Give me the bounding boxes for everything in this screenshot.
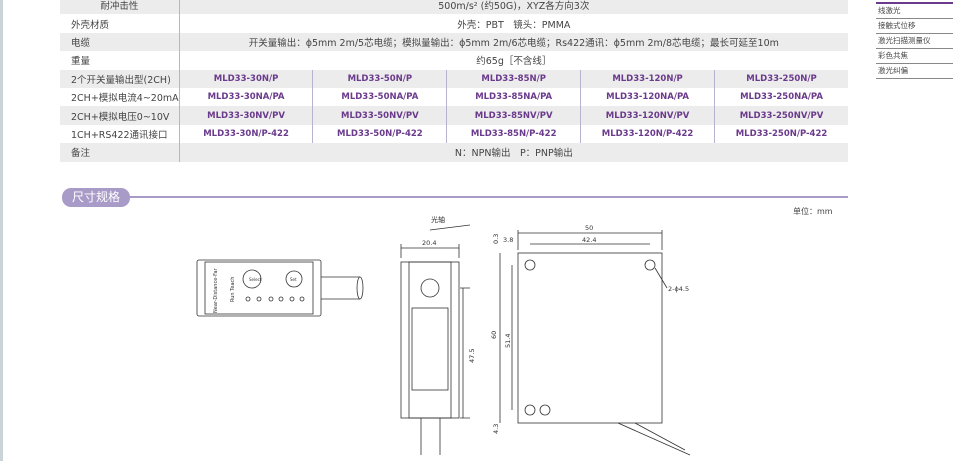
dim-51-4: 51.4 (504, 334, 512, 348)
model-number: MLD33-250NV/PV (714, 106, 848, 125)
spec-value: 500m/s² (约50G)，XYZ各方向3次 (179, 0, 848, 15)
model-number: MLD33-120NV/PV (580, 106, 716, 125)
dim-hole: 2-ϕ4.5 (668, 285, 689, 293)
model-number: MLD33-85NA/PA (446, 87, 582, 107)
optical-axis-label: 光轴 (431, 215, 445, 224)
model-number: MLD33-120N/P-422 (580, 124, 716, 144)
model-number: MLD33-30NV/PV (179, 106, 314, 125)
model-number: MLD33-85NV/PV (446, 106, 582, 125)
panel-near-far-label: Near-Distance-Far (213, 267, 219, 313)
model-number: MLD33-30N/P-422 (179, 124, 314, 144)
spec-label: 耐冲击性 (60, 0, 180, 15)
sidebar-item[interactable]: 激光纠偏 (876, 64, 953, 79)
page-edge (0, 0, 3, 461)
spec-value: 外壳：PBT 镜头：PMMA (457, 19, 571, 31)
model-number: MLD33-50NV/PV (312, 106, 448, 125)
model-number: MLD33-250N/P (714, 69, 848, 88)
model-number: MLD33-50NA/PA (312, 87, 448, 107)
spec-value: 约65g［不含线］ (476, 56, 552, 68)
note-label: 备注 (60, 143, 180, 162)
model-number: MLD33-120NA/PA (580, 87, 716, 107)
dim-42-4: 42.4 (582, 236, 596, 244)
dim-50: 50 (585, 224, 593, 232)
model-type-label: 2CH+模拟电流4~20mA (60, 87, 180, 107)
model-type-label: 2CH+模拟电压0~10V (60, 106, 180, 125)
spec-label: 电缆 (60, 32, 180, 52)
side-view: 20.4 光轴 47.5 (400, 215, 476, 455)
panel-set-label: Set (290, 277, 297, 282)
model-number: MLD33-120N/P (580, 69, 716, 88)
model-number: MLD33-50N/P (312, 69, 448, 88)
spec-row: 外壳材质 外壳：PBT 镜头：PMMA (60, 14, 848, 33)
dim-47-5: 47.5 (468, 349, 476, 363)
sidebar-top-rule (876, 0, 953, 4)
rear-view: 50 42.4 3.8 2-ϕ4.5 60 51.4 0.3 4.3 (490, 224, 691, 456)
model-type-label: 1CH+RS422通讯接口 (60, 124, 180, 144)
model-number: MLD33-30N/P (179, 69, 314, 88)
panel-select-label: Select (249, 277, 262, 282)
model-number: MLD33-85N/P-422 (446, 124, 582, 144)
model-type-label: 2个开关量输出型(2CH) (60, 69, 180, 88)
front-panel-view: Near-Distance-Far Run Teach Select Set (196, 259, 364, 317)
sidebar-nav: 线激光 接触式位移 激光扫描测量仪 彩色共焦 激光纠偏 (876, 0, 953, 79)
sidebar-item[interactable]: 激光扫描测量仪 (876, 34, 953, 49)
model-number: MLD33-50N/P-422 (312, 124, 448, 144)
panel-run-teach-label: Run Teach (230, 277, 236, 302)
model-number: MLD33-250NA/PA (740, 92, 823, 103)
dim-4-3: 4.3 (492, 424, 500, 434)
dim-3-8: 3.8 (503, 236, 513, 244)
sidebar-item[interactable]: 线激光 (876, 4, 953, 19)
model-number: MLD33-85N/P (446, 69, 582, 88)
model-number: MLD33-250N/P-422 (735, 128, 828, 139)
sidebar-item[interactable]: 接触式位移 (876, 19, 953, 34)
spec-label: 重量 (60, 51, 180, 70)
dim-0-3: 0.3 (492, 234, 500, 244)
model-number: MLD33-30NA/PA (179, 87, 314, 107)
spec-row: 电缆开关量输出：ϕ5mm 2m/5芯电缆；模拟量输出：ϕ5mm 2m/6芯电缆；… (60, 32, 848, 52)
sidebar-item[interactable]: 彩色共焦 (876, 49, 953, 64)
spec-row: 重量 约65g［不含线］ (60, 51, 848, 70)
spec-value: 开关量输出：ϕ5mm 2m/5芯电缆；模拟量输出：ϕ5mm 2m/6芯电缆；Rs… (179, 32, 848, 52)
section-rule (120, 196, 848, 198)
dim-20-4: 20.4 (422, 239, 436, 247)
note-value: N：NPN输出 P：PNP输出 (179, 143, 848, 162)
dim-60: 60 (490, 331, 498, 339)
spec-label: 外壳材质 (60, 14, 180, 33)
unit-label: 单位：mm (793, 207, 833, 216)
section-title: 尺寸规格 (62, 188, 131, 207)
